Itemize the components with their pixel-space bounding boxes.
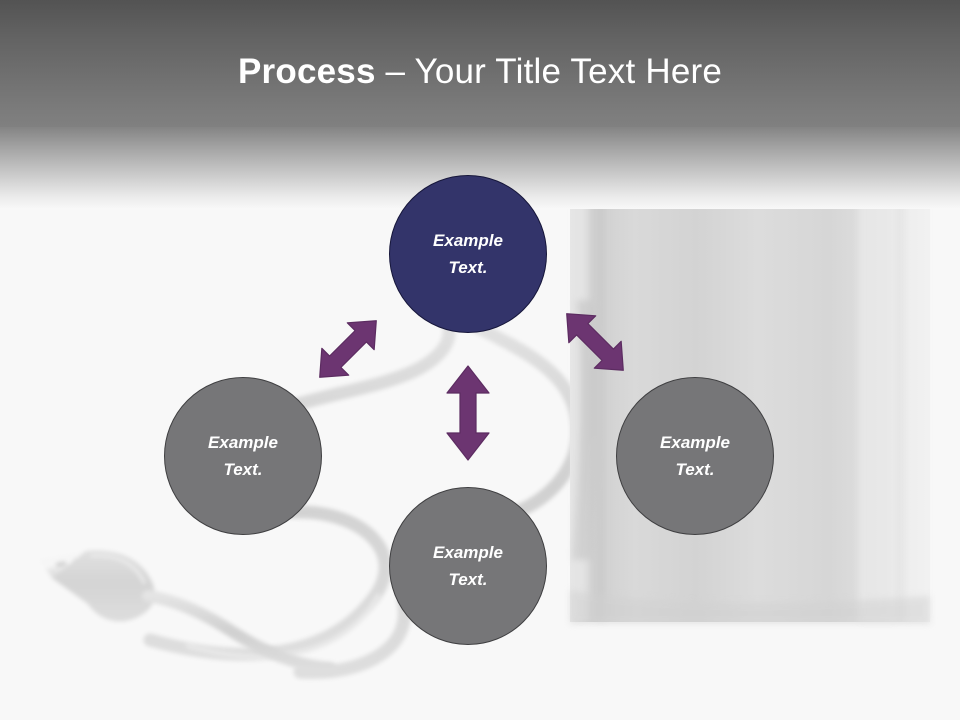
arrow-left-diagonal	[300, 303, 396, 395]
node-right-label-line2: Text.	[675, 460, 715, 479]
node-bottom-label-line1: Example	[433, 543, 503, 562]
node-bottom[interactable]: Example Text.	[389, 487, 547, 645]
node-left-label-line2: Text.	[223, 460, 263, 479]
arrow-right-diagonal	[547, 296, 643, 388]
arrow-vertical	[438, 363, 498, 463]
node-left[interactable]: Example Text.	[164, 377, 322, 535]
page-title-separator: –	[375, 52, 415, 91]
page-title-rest: Your Title Text Here	[414, 52, 722, 91]
page-title: Process – Your Title Text Here	[0, 52, 960, 92]
node-top-label-line1: Example	[433, 231, 503, 250]
node-right[interactable]: Example Text.	[616, 377, 774, 535]
node-right-label-line1: Example	[660, 433, 730, 452]
node-bottom-label-line2: Text.	[448, 570, 488, 589]
node-top-label-line2: Text.	[448, 258, 488, 277]
page-title-bold: Process	[238, 52, 376, 91]
usb-connector-shape	[40, 550, 336, 674]
node-top[interactable]: Example Text.	[389, 175, 547, 333]
node-left-label-line1: Example	[208, 433, 278, 452]
header-band	[0, 0, 960, 127]
